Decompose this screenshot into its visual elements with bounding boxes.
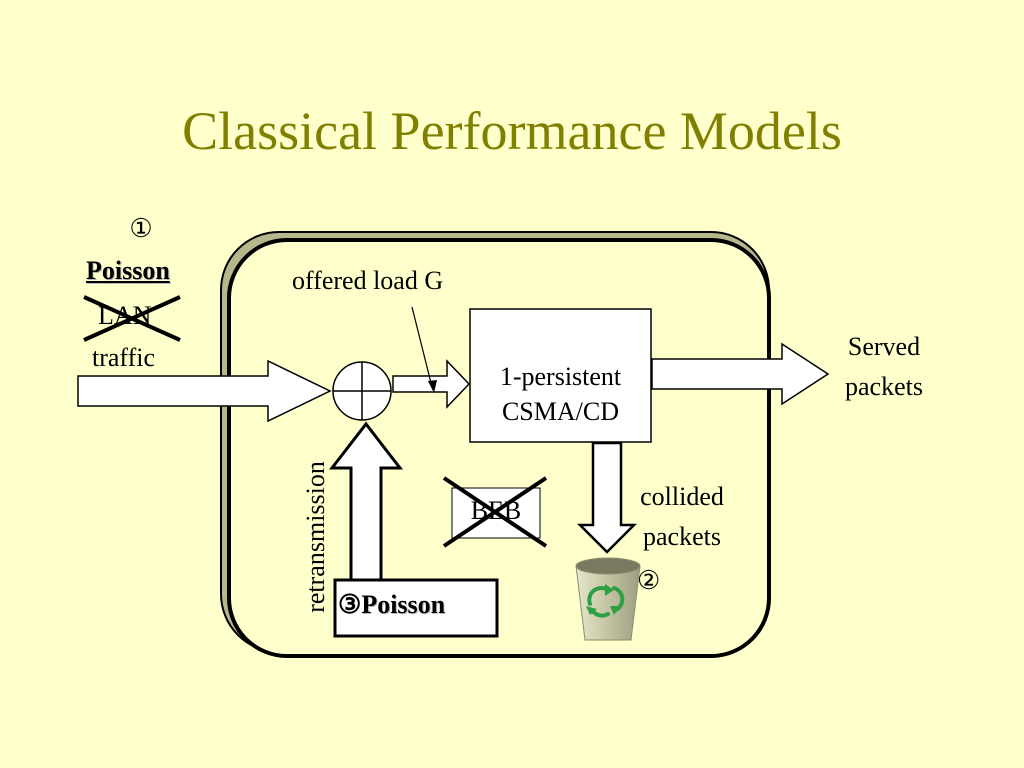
summing-junction: [332, 361, 392, 421]
offered-load-label: offered load G: [292, 266, 444, 295]
csma-cd-box: [469, 308, 652, 443]
input-traffic-arrow: [77, 359, 332, 423]
lan-label: LAN: [98, 301, 152, 330]
retransmission-label: retransmission: [301, 461, 331, 613]
retransmission-arrow: [328, 421, 404, 582]
retransmission-poisson-label: Poisson: [361, 590, 446, 619]
lan-strike-mark: [83, 295, 181, 342]
input-poisson-label: Poisson: [86, 256, 170, 285]
retransmission-poisson-box: [333, 578, 499, 638]
step-2-symbol: ②: [637, 566, 661, 595]
protocol-line-1: 1-persistent: [499, 362, 622, 391]
beb-label: BEB: [470, 496, 522, 525]
page-title: Classical Performance Models: [182, 101, 842, 161]
retransmission-poisson: ③Poisson: [338, 590, 445, 620]
offered-load-pointer: [411, 306, 437, 393]
served-line-2: packets: [845, 372, 923, 401]
beb-strike-mark: [442, 476, 548, 548]
step-1-symbol: ①: [129, 214, 153, 243]
protocol-line-2: CSMA/CD: [501, 397, 620, 426]
traffic-label: traffic: [92, 343, 156, 372]
collided-line-1: collided: [640, 482, 724, 511]
served-packets-arrow: [651, 342, 830, 406]
recycle-bin-icon: [575, 557, 641, 641]
collided-packets-arrow: [576, 441, 638, 554]
served-line-1: Served: [847, 332, 921, 361]
collided-line-2: packets: [643, 522, 721, 551]
step-3-symbol: ③: [338, 590, 362, 619]
